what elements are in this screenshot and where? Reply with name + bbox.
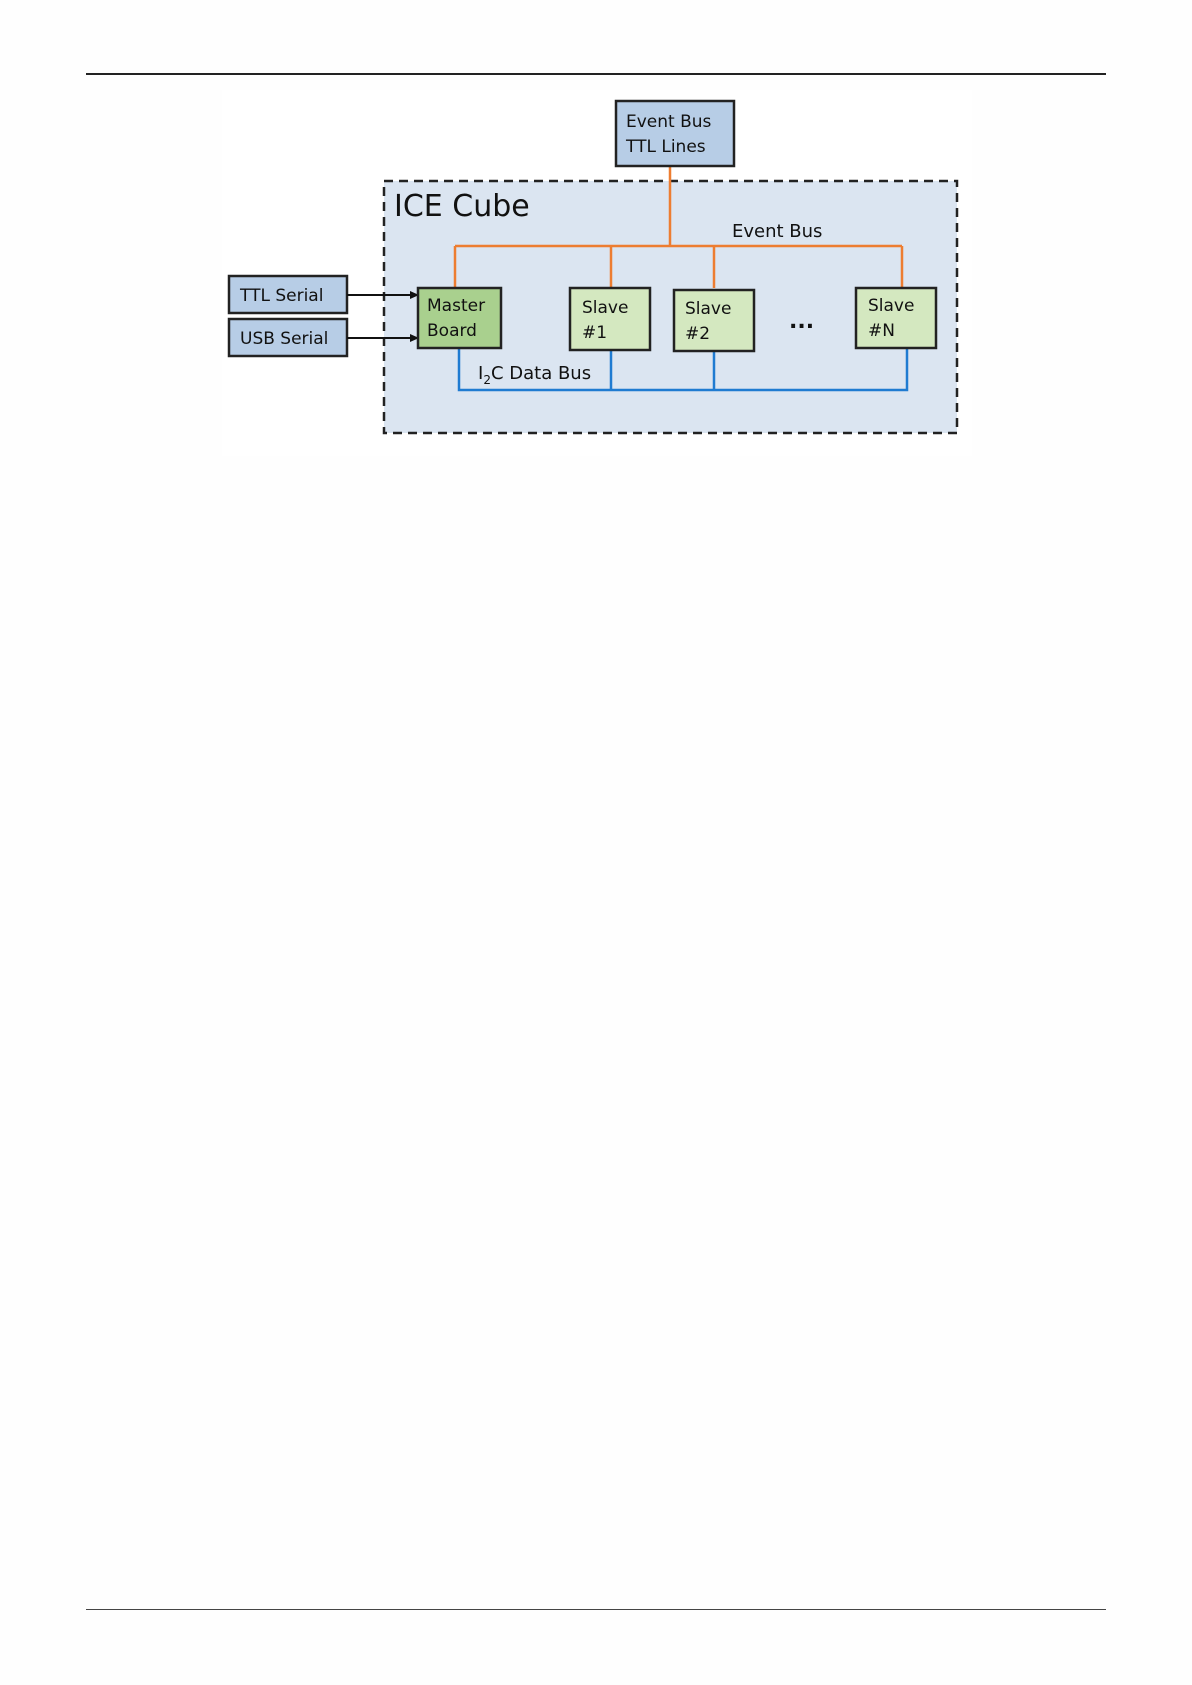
event-bus-label: Event Bus	[732, 221, 822, 242]
ice-cube-title: ICE Cube	[394, 189, 530, 224]
i2c-label-rest: C Data Bus	[491, 363, 591, 384]
event-bus-ttl-line-1: Event Bus	[626, 112, 712, 132]
usb-serial-label: USB Serial	[240, 329, 328, 349]
slave-2-line-2: #2	[685, 324, 710, 344]
i2c-bus-label: I2C Data Bus	[478, 363, 591, 387]
slave-1-line-2: #1	[582, 323, 607, 343]
master-board-line-1: Master	[427, 296, 485, 316]
ellipsis-label: ...	[789, 309, 814, 334]
footer-rule	[86, 1609, 1106, 1610]
slave-n-line-2: #N	[868, 321, 895, 341]
master-board-line-2: Board	[427, 321, 477, 341]
slave-2-line-1: Slave	[685, 299, 731, 319]
i2c-label-subscript: 2	[483, 373, 491, 387]
ice-cube-diagram: ICE Cube Event Bus I2C Data Bus Event Bu…	[222, 90, 972, 456]
ttl-serial-label: TTL Serial	[239, 286, 323, 306]
slave-1-line-1: Slave	[582, 298, 628, 318]
diagram-svg: ICE Cube Event Bus I2C Data Bus Event Bu…	[222, 90, 972, 456]
slave-n-line-1: Slave	[868, 296, 914, 316]
event-bus-ttl-line-2: TTL Lines	[625, 137, 706, 157]
header-rule	[86, 73, 1106, 75]
